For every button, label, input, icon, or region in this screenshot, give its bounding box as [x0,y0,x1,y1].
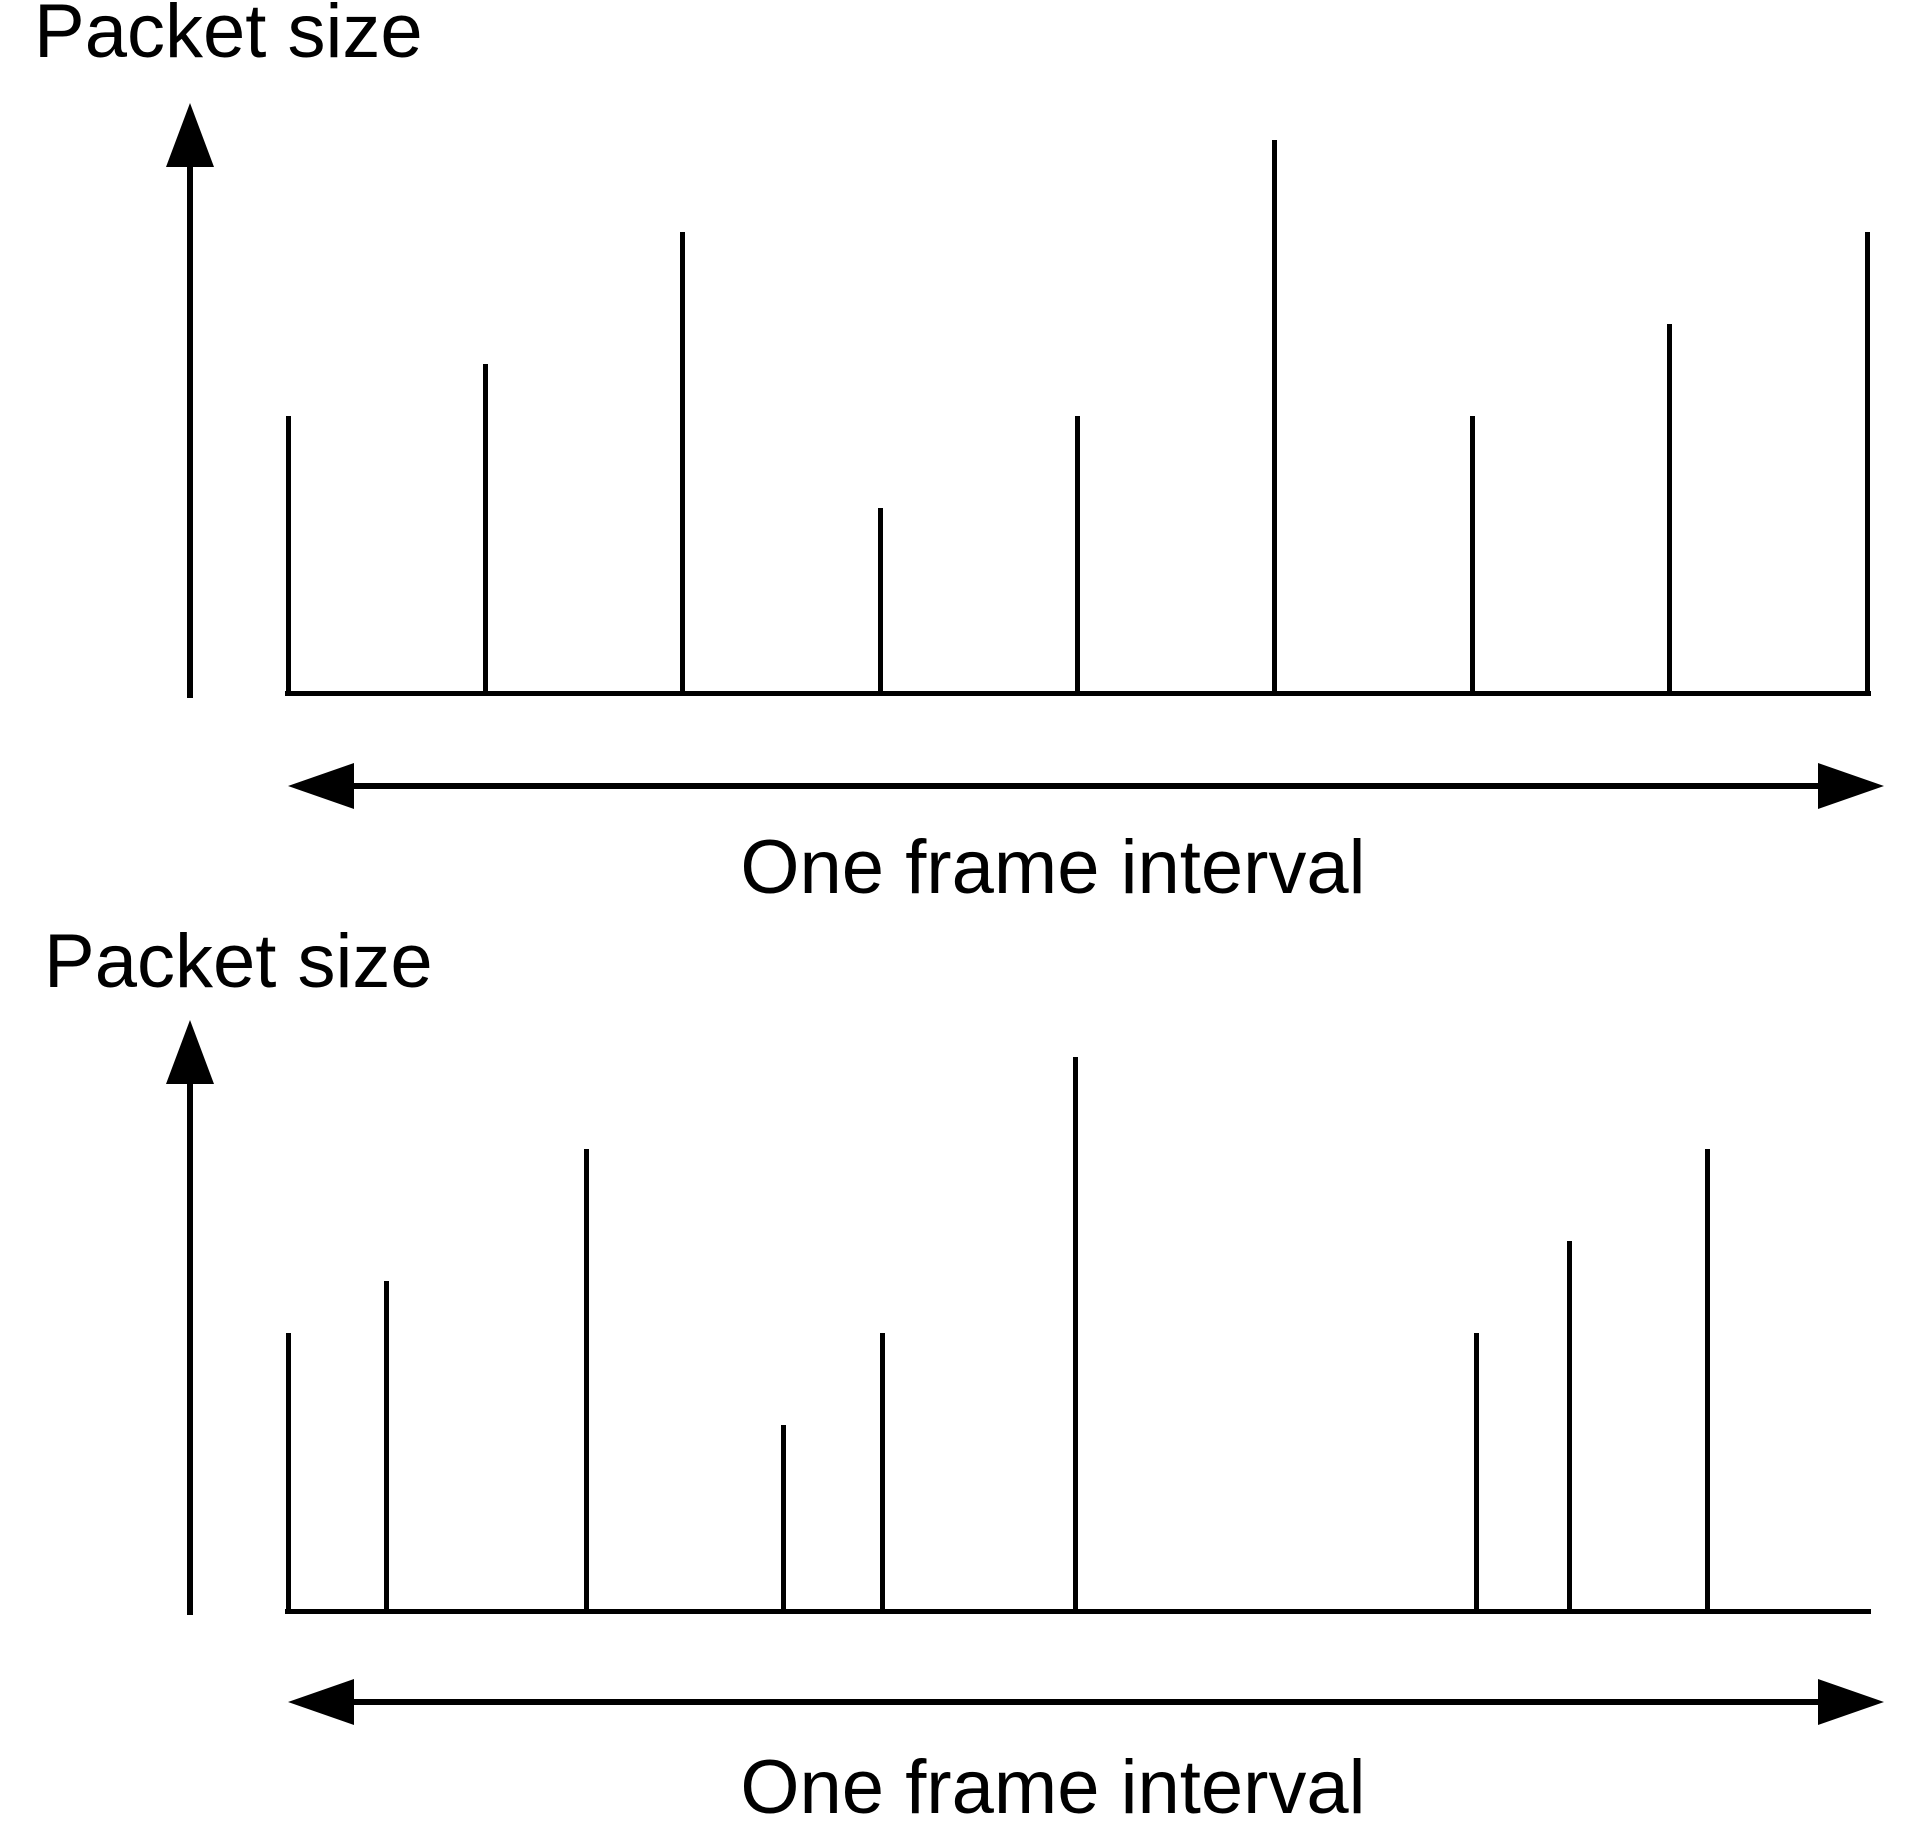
packet-spike [879,1333,885,1611]
arrowhead-left-icon [288,1679,354,1725]
y-axis-line [187,160,193,698]
arrowhead-right-icon [1818,763,1884,809]
frame-interval-arrow [330,783,1840,789]
packet-spike [1864,232,1870,694]
packet-spike [1272,140,1278,694]
packet-spike [482,364,488,694]
packet-spike [1075,416,1080,694]
y-axis-line [187,1077,193,1615]
packet-spike [384,1281,390,1611]
packet-spike [1473,1333,1479,1611]
frame-interval-label: One frame interval [740,825,1366,910]
packet-spike [1704,1149,1710,1611]
y-axis-arrowhead-icon [166,1020,214,1084]
packet-spike [877,508,883,694]
packet-spike [680,232,686,694]
y-axis-arrowhead-icon [166,103,214,167]
y-axis-label: Packet size [44,919,433,1004]
frame-interval-arrow [330,1699,1840,1705]
packet-spike [1469,416,1475,694]
packet-spike [780,1425,786,1611]
packet-spike [285,416,291,694]
arrowhead-left-icon [288,763,354,809]
packet-spike [1073,1057,1078,1611]
arrowhead-right-icon [1818,1679,1884,1725]
packet-spike [1566,1241,1572,1611]
packet-spike [583,1149,589,1611]
frame-interval-label: One frame interval [740,1745,1366,1830]
packet-spike [1667,324,1673,694]
packet-spike [285,1333,291,1611]
y-axis-label: Packet size [34,0,423,74]
x-baseline [285,1609,1871,1614]
